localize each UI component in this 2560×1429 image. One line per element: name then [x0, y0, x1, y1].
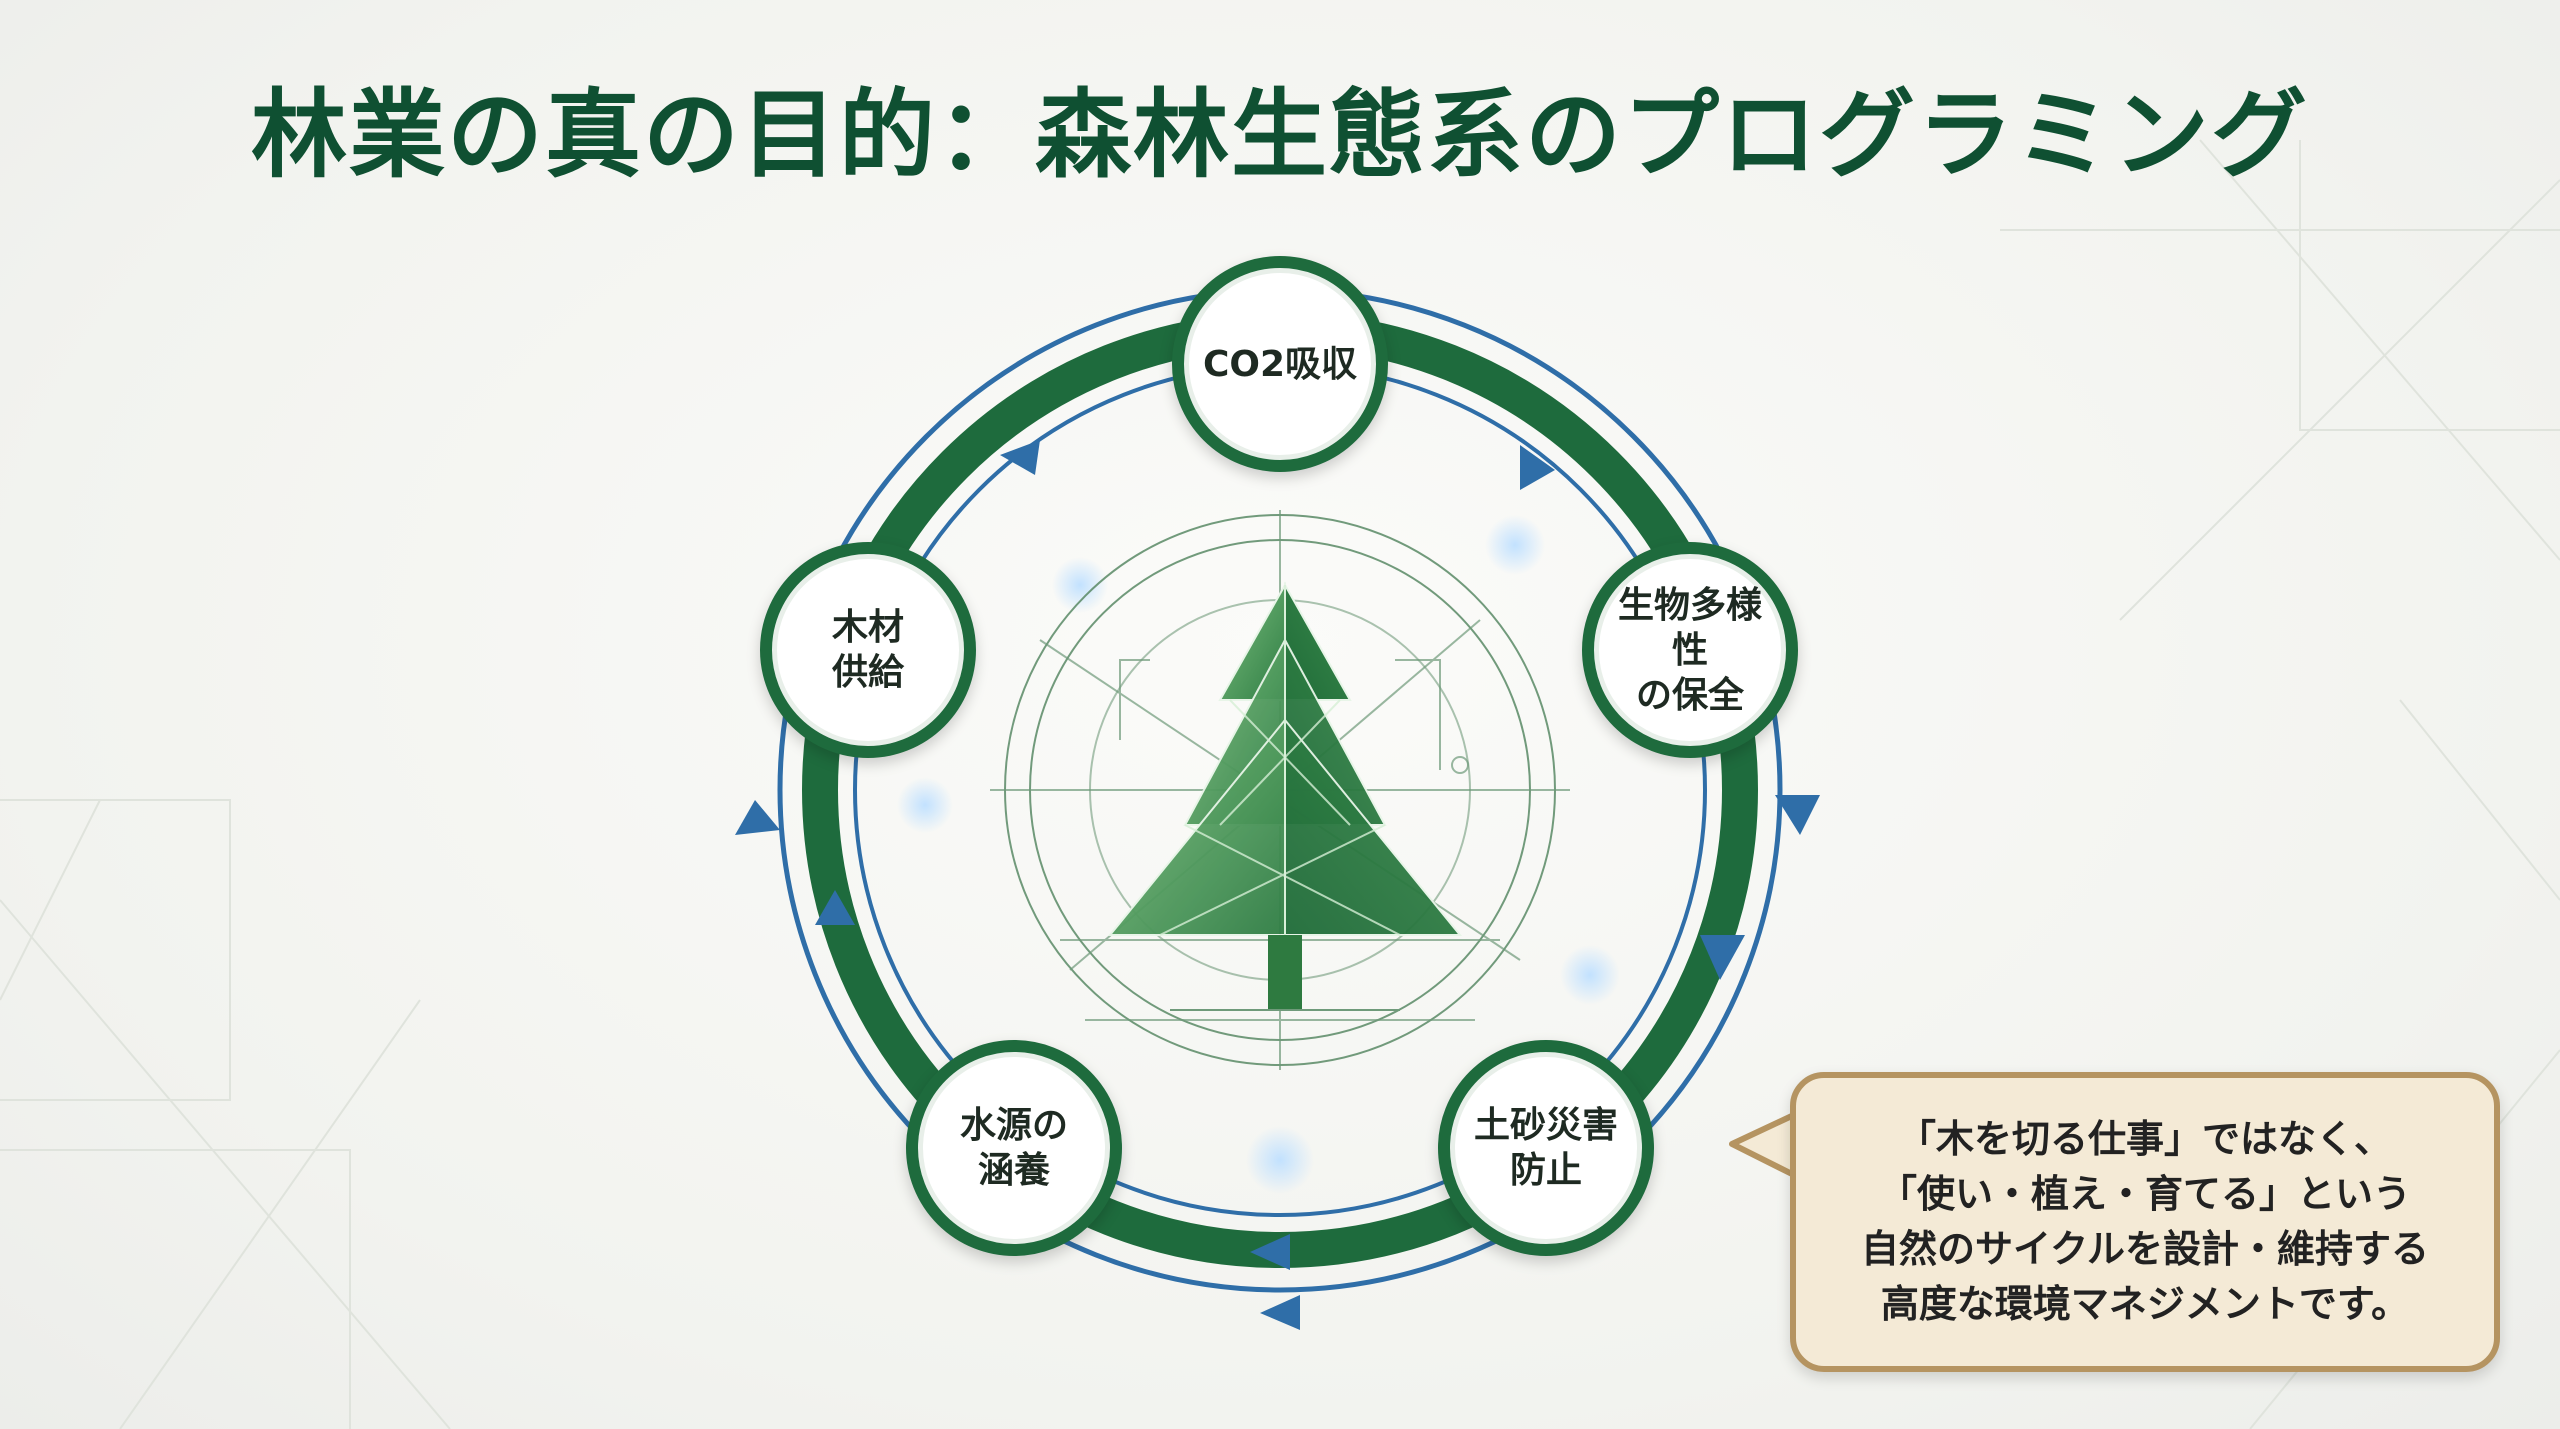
- node-label: 生物多様性 の保全: [1617, 584, 1762, 716]
- node-label: 木材 供給: [831, 607, 904, 693]
- callout-box: 「木を切る仕事」ではなく、 「使い・植え・育てる」という 自然のサイクルを設計・…: [1790, 1072, 2500, 1372]
- node-timber-supply: 木材 供給: [760, 542, 976, 758]
- node-label: 土砂災害 防止: [1473, 1105, 1618, 1191]
- node-landslide-prevention: 土砂災害 防止: [1438, 1040, 1654, 1256]
- cycle-arrows: [735, 440, 1820, 1330]
- node-water-conservation: 水源の 涵養: [906, 1040, 1122, 1256]
- node-biodiversity: 生物多様性 の保全: [1582, 542, 1798, 758]
- page-title: 林業の真の目的：森林生態系のプログラミング: [251, 79, 2309, 191]
- node-co2-absorption: CO2吸収: [1172, 256, 1388, 472]
- node-label: 水源の 涵養: [959, 1105, 1068, 1191]
- node-label: CO2吸収: [1202, 343, 1358, 385]
- tree-icon: [1107, 581, 1463, 1011]
- callout-text: 「木を切る仕事」ではなく、 「使い・植え・育てる」という 自然のサイクルを設計・…: [1860, 1116, 2430, 1327]
